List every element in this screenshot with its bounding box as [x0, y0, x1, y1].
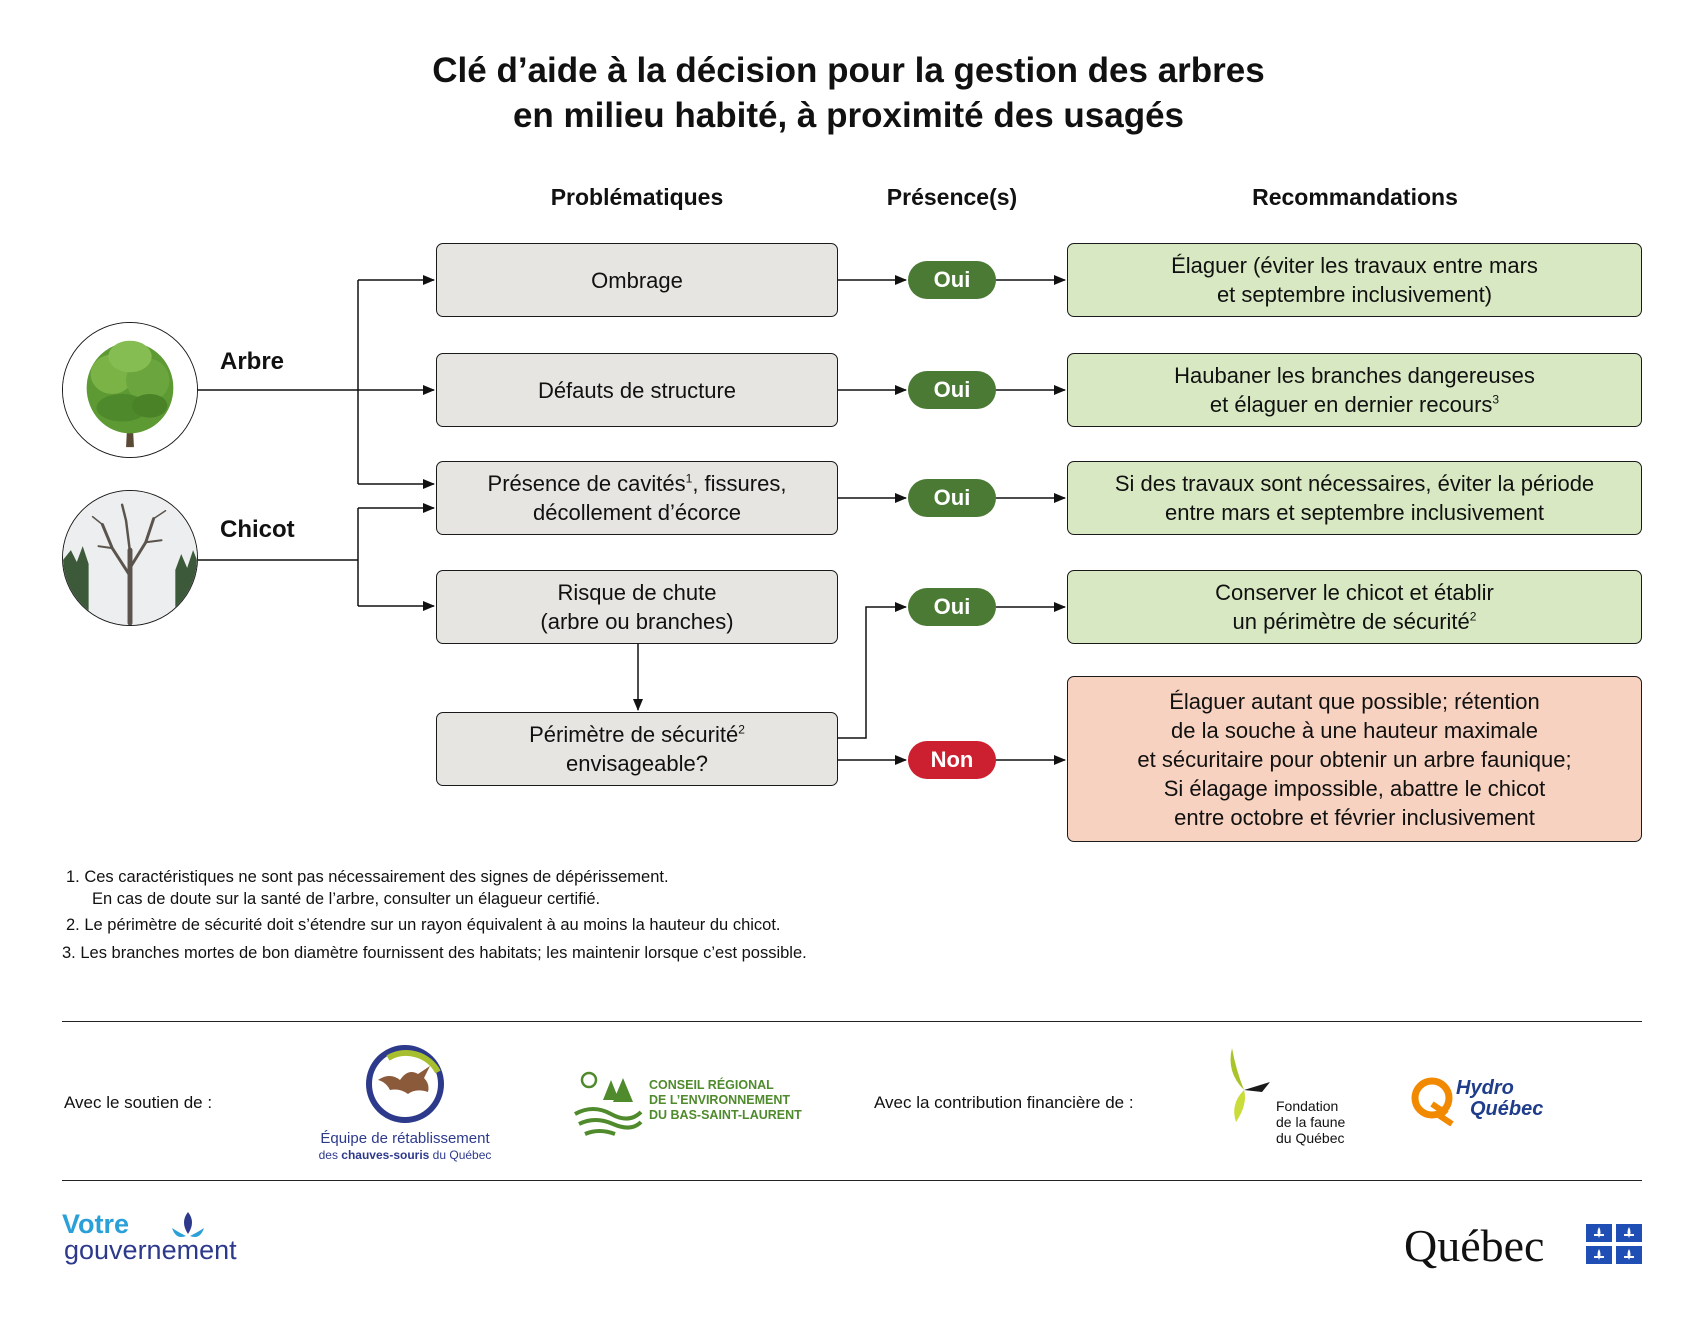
oui-badge: Oui [908, 371, 996, 409]
recommendation-4-line-1: Conserver le chicot et établir [1215, 580, 1494, 605]
crebsl-line-3: DU BAS-SAINT-LAURENT [649, 1108, 802, 1122]
recommendation-conserver-chicot: Conserver le chicot et établir un périmè… [1067, 570, 1642, 644]
footnote-2: 2. Le périmètre de sécurité doit s’étend… [66, 916, 781, 934]
problem-defauts-structure: Défauts de structure [436, 353, 838, 427]
contribution-label: Avec la contribution financière de : [874, 1093, 1134, 1112]
question-perimetre-line-2: envisageable? [566, 751, 708, 776]
logo-equipe-chauves-souris: Équipe de rétablissement des chauves-sou… [300, 1044, 510, 1163]
title-line-1: Clé d’aide à la décision pour la gestion… [432, 51, 1265, 90]
equipe-line-2: des chauves-souris du Québec [300, 1147, 510, 1163]
recommendation-elaguer-abattre: Élaguer autant que possible; rétention d… [1067, 676, 1642, 842]
fleur-de-lys-icon [172, 1212, 204, 1237]
soutien-label: Avec le soutien de : [64, 1093, 213, 1112]
problem-cavites-line-1: Présence de cavités1, fissures, [488, 469, 787, 498]
recommendation-5-line-4: Si élagage impossible, abattre le chicot [1163, 775, 1546, 801]
problem-chute-line-2: (arbre ou branches) [540, 609, 734, 634]
equipe-text-3: du Québec [429, 1148, 492, 1162]
hydro-line-2: Québec [1470, 1098, 1544, 1120]
logo-hydro-quebec: Hydro Québec [1410, 1076, 1560, 1130]
fondation-line-1: Fondation [1276, 1098, 1339, 1114]
footnote-3: 3. Les branches mortes de bon diamètre f… [62, 944, 807, 962]
quebec-flag-icon [1586, 1224, 1642, 1264]
votre-text: Votre [62, 1209, 130, 1239]
equipe-text-1: des [318, 1148, 342, 1162]
problem-ombrage: Ombrage [436, 243, 838, 317]
oui-badge: Oui [908, 588, 996, 626]
hydro-q-icon [1411, 1077, 1454, 1126]
divider-bottom [62, 1180, 1642, 1181]
tree-icon [63, 323, 197, 457]
bird-icon [1230, 1048, 1270, 1122]
title-line-2: en milieu habité, à proximité des usagés [512, 96, 1185, 135]
snag-icon [63, 491, 197, 625]
column-heading-problematiques: Problématiques [550, 184, 724, 210]
recommendation-elaguer: Élaguer (éviter les travaux entre mars e… [1067, 243, 1642, 317]
question-perimetre-line-1: Périmètre de sécurité2 [529, 720, 745, 749]
question-perimetre-securite: Périmètre de sécurité2 envisageable? [436, 712, 838, 786]
recommendation-5-line-2: de la souche à une hauteur maximale [1171, 717, 1538, 743]
recommendation-4-line-2: un périmètre de sécurité2 [1233, 607, 1477, 636]
footnotes: 1. Ces caractéristiques ne sont pas néce… [62, 866, 807, 964]
recommendation-2-line-1: Haubaner les branches dangereuses [1174, 363, 1535, 388]
fondation-line-2: de la faune [1276, 1114, 1346, 1130]
column-heading-recommandations: Recommandations [1252, 184, 1458, 210]
problem-ombrage-text: Ombrage [591, 267, 683, 293]
quebec-wordmark: Québec [1404, 1220, 1545, 1271]
logo-votre-gouvernement: Votre gouvernement [62, 1210, 282, 1270]
snag-photo [62, 490, 198, 626]
recommendation-2-line-2: et élaguer en dernier recours3 [1210, 390, 1499, 419]
crebsl-line-2: DE L’ENVIRONNEMENT [649, 1093, 790, 1107]
footnote-ref-2: 2 [1469, 609, 1477, 624]
recommendation-4-text: un périmètre de sécurité [1232, 609, 1470, 634]
equipe-line-1: Équipe de rétablissement [320, 1130, 490, 1147]
problem-chute-line-1: Risque de chute [557, 580, 717, 605]
column-heading-presences: Présence(s) [886, 184, 1018, 210]
bat-icon [366, 1045, 444, 1123]
tree-photo [62, 322, 198, 458]
problem-cavites: Présence de cavités1, fissures, décollem… [436, 461, 838, 535]
footnote-ref-2: 2 [738, 722, 745, 737]
footnote-ref-1: 1 [685, 471, 693, 486]
recommendation-5-line-1: Élaguer autant que possible; rétention [1169, 688, 1540, 714]
logo-crebsl: CONSEIL RÉGIONAL DE L’ENVIRONNEMENT DU B… [573, 1068, 803, 1138]
non-badge: Non [908, 741, 996, 779]
chicot-label: Chicot [220, 516, 295, 543]
oui-badge: Oui [908, 261, 996, 299]
recommendation-eviter-periode: Si des travaux sont nécessaires, éviter … [1067, 461, 1642, 535]
fondation-line-3: du Québec [1276, 1130, 1345, 1146]
gouvernement-text: gouvernement [64, 1235, 237, 1265]
equipe-text-2: chauves-souris [341, 1148, 430, 1162]
recommendation-1-line-1: Élaguer (éviter les travaux entre mars [1171, 253, 1538, 278]
hydro-line-1: Hydro [1456, 1077, 1514, 1099]
recommendation-5-line-3: et sécuritaire pour obtenir un arbre fau… [1137, 746, 1572, 772]
oui-badge: Oui [908, 479, 996, 517]
question-perimetre-text: Périmètre de sécurité [529, 722, 739, 747]
footnote-ref-3: 3 [1492, 392, 1500, 407]
recommendation-3-line-2: entre mars et septembre inclusivement [1164, 500, 1545, 525]
arbre-label: Arbre [220, 348, 285, 375]
recommendation-3-line-1: Si des travaux sont nécessaires, éviter … [1114, 471, 1595, 496]
crebsl-line-1: CONSEIL RÉGIONAL [649, 1078, 774, 1092]
recommendation-haubaner: Haubaner les branches dangereuses et éla… [1067, 353, 1642, 427]
problem-defauts-text: Défauts de structure [537, 377, 737, 403]
arrow-perimetre-to-oui [838, 602, 907, 739]
recommendation-1-line-2: et septembre inclusivement) [1216, 282, 1493, 307]
logo-fondation-faune: Fondation de la faune du Québec [1222, 1044, 1362, 1149]
problem-risque-chute: Risque de chute (arbre ou branches) [436, 570, 838, 644]
logo-quebec: Québec [1404, 1220, 1644, 1276]
recommendation-5-line-5: entre octobre et février inclusivement [1174, 804, 1535, 830]
problem-cavites-text: Présence de cavités [487, 471, 686, 496]
crebsl-icon [574, 1071, 643, 1136]
recommendation-2-text: et élaguer en dernier recours [1209, 392, 1493, 417]
page-title: Clé d’aide à la décision pour la gestion… [0, 48, 1697, 138]
footnote-1: 1. Ces caractéristiques ne sont pas néce… [66, 868, 669, 886]
problem-cavites-text-2: , fissures, [692, 471, 787, 496]
divider-top [62, 1021, 1642, 1022]
footnote-1-continued: En cas de doute sur la santé de l’arbre,… [92, 890, 601, 908]
problem-cavites-line-2: décollement d’écorce [533, 500, 741, 525]
